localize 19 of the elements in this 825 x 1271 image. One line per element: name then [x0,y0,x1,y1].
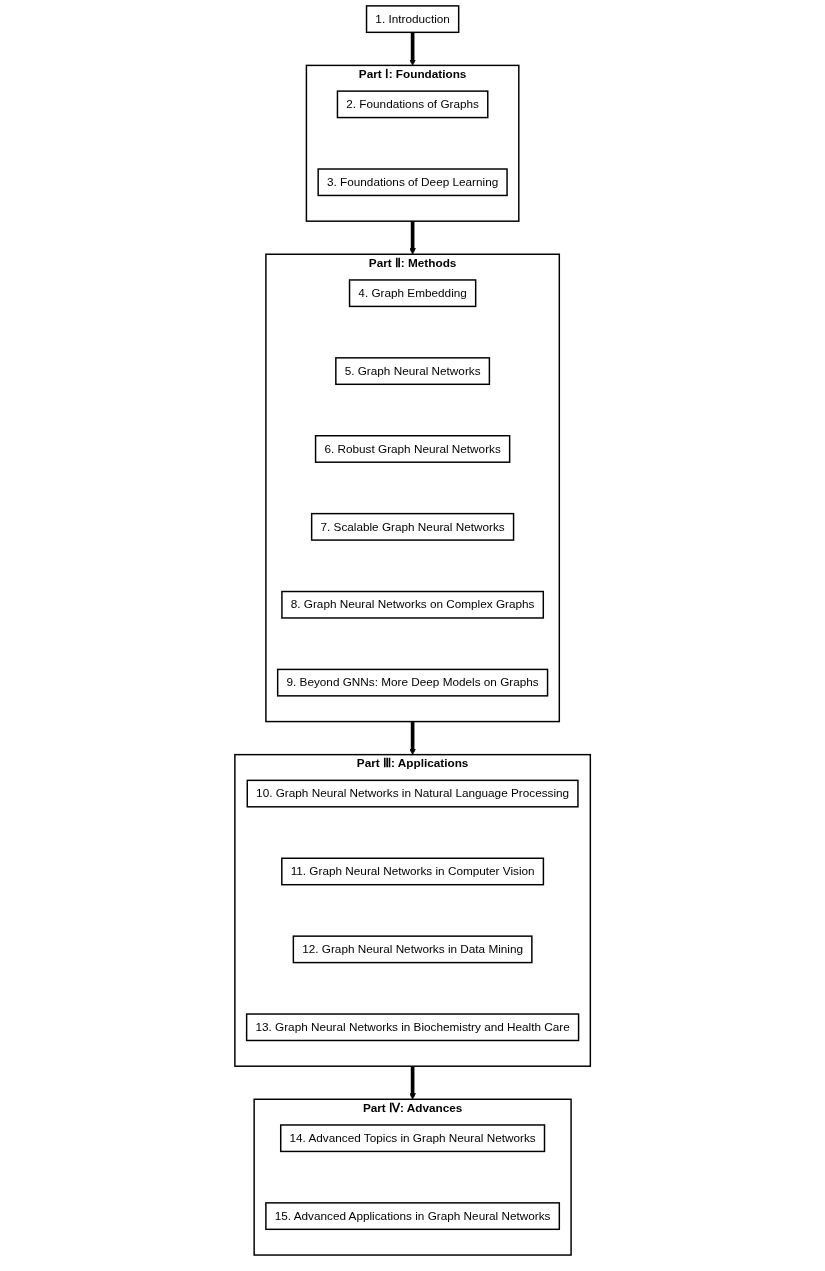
arrow [409,1066,416,1100]
node-box: 9. Beyond GNNs: More Deep Models on Graphs [276,668,549,697]
node-box: 6. Robust Graph Neural Networks [314,435,511,463]
node-box: 7. Scalable Graph Neural Networks [310,512,515,541]
arrow [409,32,416,66]
node-box: 13. Graph Neural Networks in Biochemistry and Health Care [245,1013,580,1042]
arrow [409,221,416,255]
arrow [409,721,416,755]
node-box: 1. Introduction [365,5,460,34]
node-box: 10. Graph Neural Networks in Natural Language Processing [246,779,579,808]
node-box: 15. Advanced Applications in Graph Neural Networks [265,1202,560,1231]
node-box: 8. Graph Neural Networks on Complex Graphs [281,590,544,619]
node-box: 5. Graph Neural Networks [335,357,490,386]
node-box: 14. Advanced Topics in Graph Neural Networks [279,1124,546,1153]
node-box: 4. Graph Embedding [348,279,477,308]
node-box: 12. Graph Neural Networks in Data Mining [292,935,533,964]
node-box: 11. Graph Neural Networks in Computer Vision [280,857,545,886]
node-box: 3. Foundations of Deep Learning [317,168,508,197]
node-box: 2. Foundations of Graphs [336,90,489,119]
